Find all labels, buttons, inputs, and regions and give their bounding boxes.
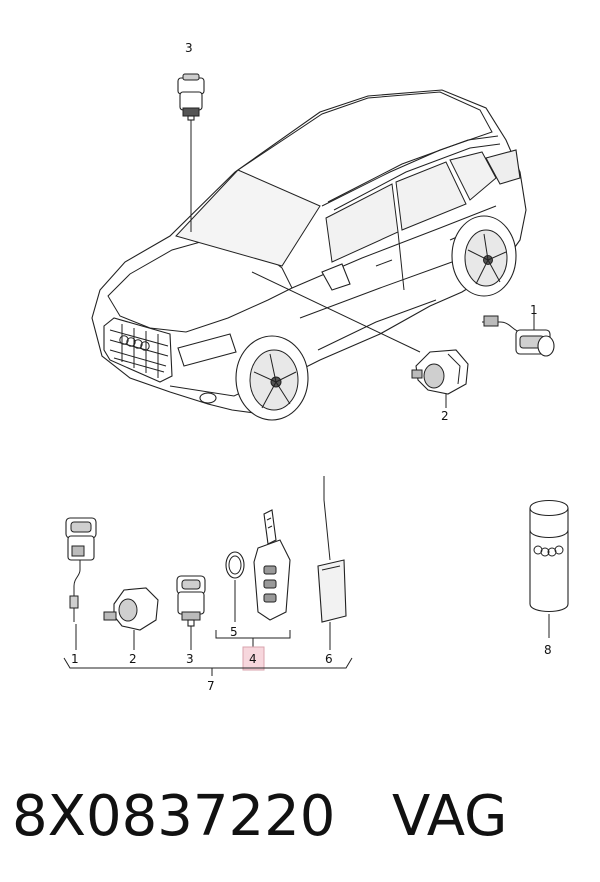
callout-8: 8 xyxy=(544,643,552,657)
callout-1-top: 1 xyxy=(530,303,538,317)
car-illustration xyxy=(91,89,527,421)
callout-5: 5 xyxy=(230,625,238,639)
callout-3-bottom: 3 xyxy=(186,652,194,666)
leader-line-2-top xyxy=(251,271,421,353)
part-number: 8X0837220 xyxy=(12,784,335,849)
callout-6: 6 xyxy=(325,652,333,666)
ignition-lock-housing xyxy=(411,349,469,395)
folding-remote-key xyxy=(253,509,291,621)
callout-1-bottom: 1 xyxy=(71,652,79,666)
lock-cylinder-roof xyxy=(177,73,205,121)
lock-cylinder-kit xyxy=(176,575,206,627)
door-lock-cylinder-kit xyxy=(65,517,97,622)
callout-2-top: 2 xyxy=(441,409,449,423)
callout-4-highlight xyxy=(242,646,265,671)
brand-label: VAG xyxy=(392,784,507,849)
cleaning-canister xyxy=(529,499,569,613)
bracket-4 xyxy=(215,630,291,639)
door-lock-cylinder-with-cable xyxy=(482,315,555,357)
callout-2-bottom: 2 xyxy=(129,652,137,666)
callout-3-top: 3 xyxy=(185,41,193,55)
ignition-housing-kit xyxy=(103,587,159,631)
callout-7: 7 xyxy=(207,679,215,693)
key-ring-seal xyxy=(225,551,245,579)
bracket-7 xyxy=(63,657,353,669)
callout-4: 4 xyxy=(249,652,257,666)
transponder-card xyxy=(317,476,347,623)
